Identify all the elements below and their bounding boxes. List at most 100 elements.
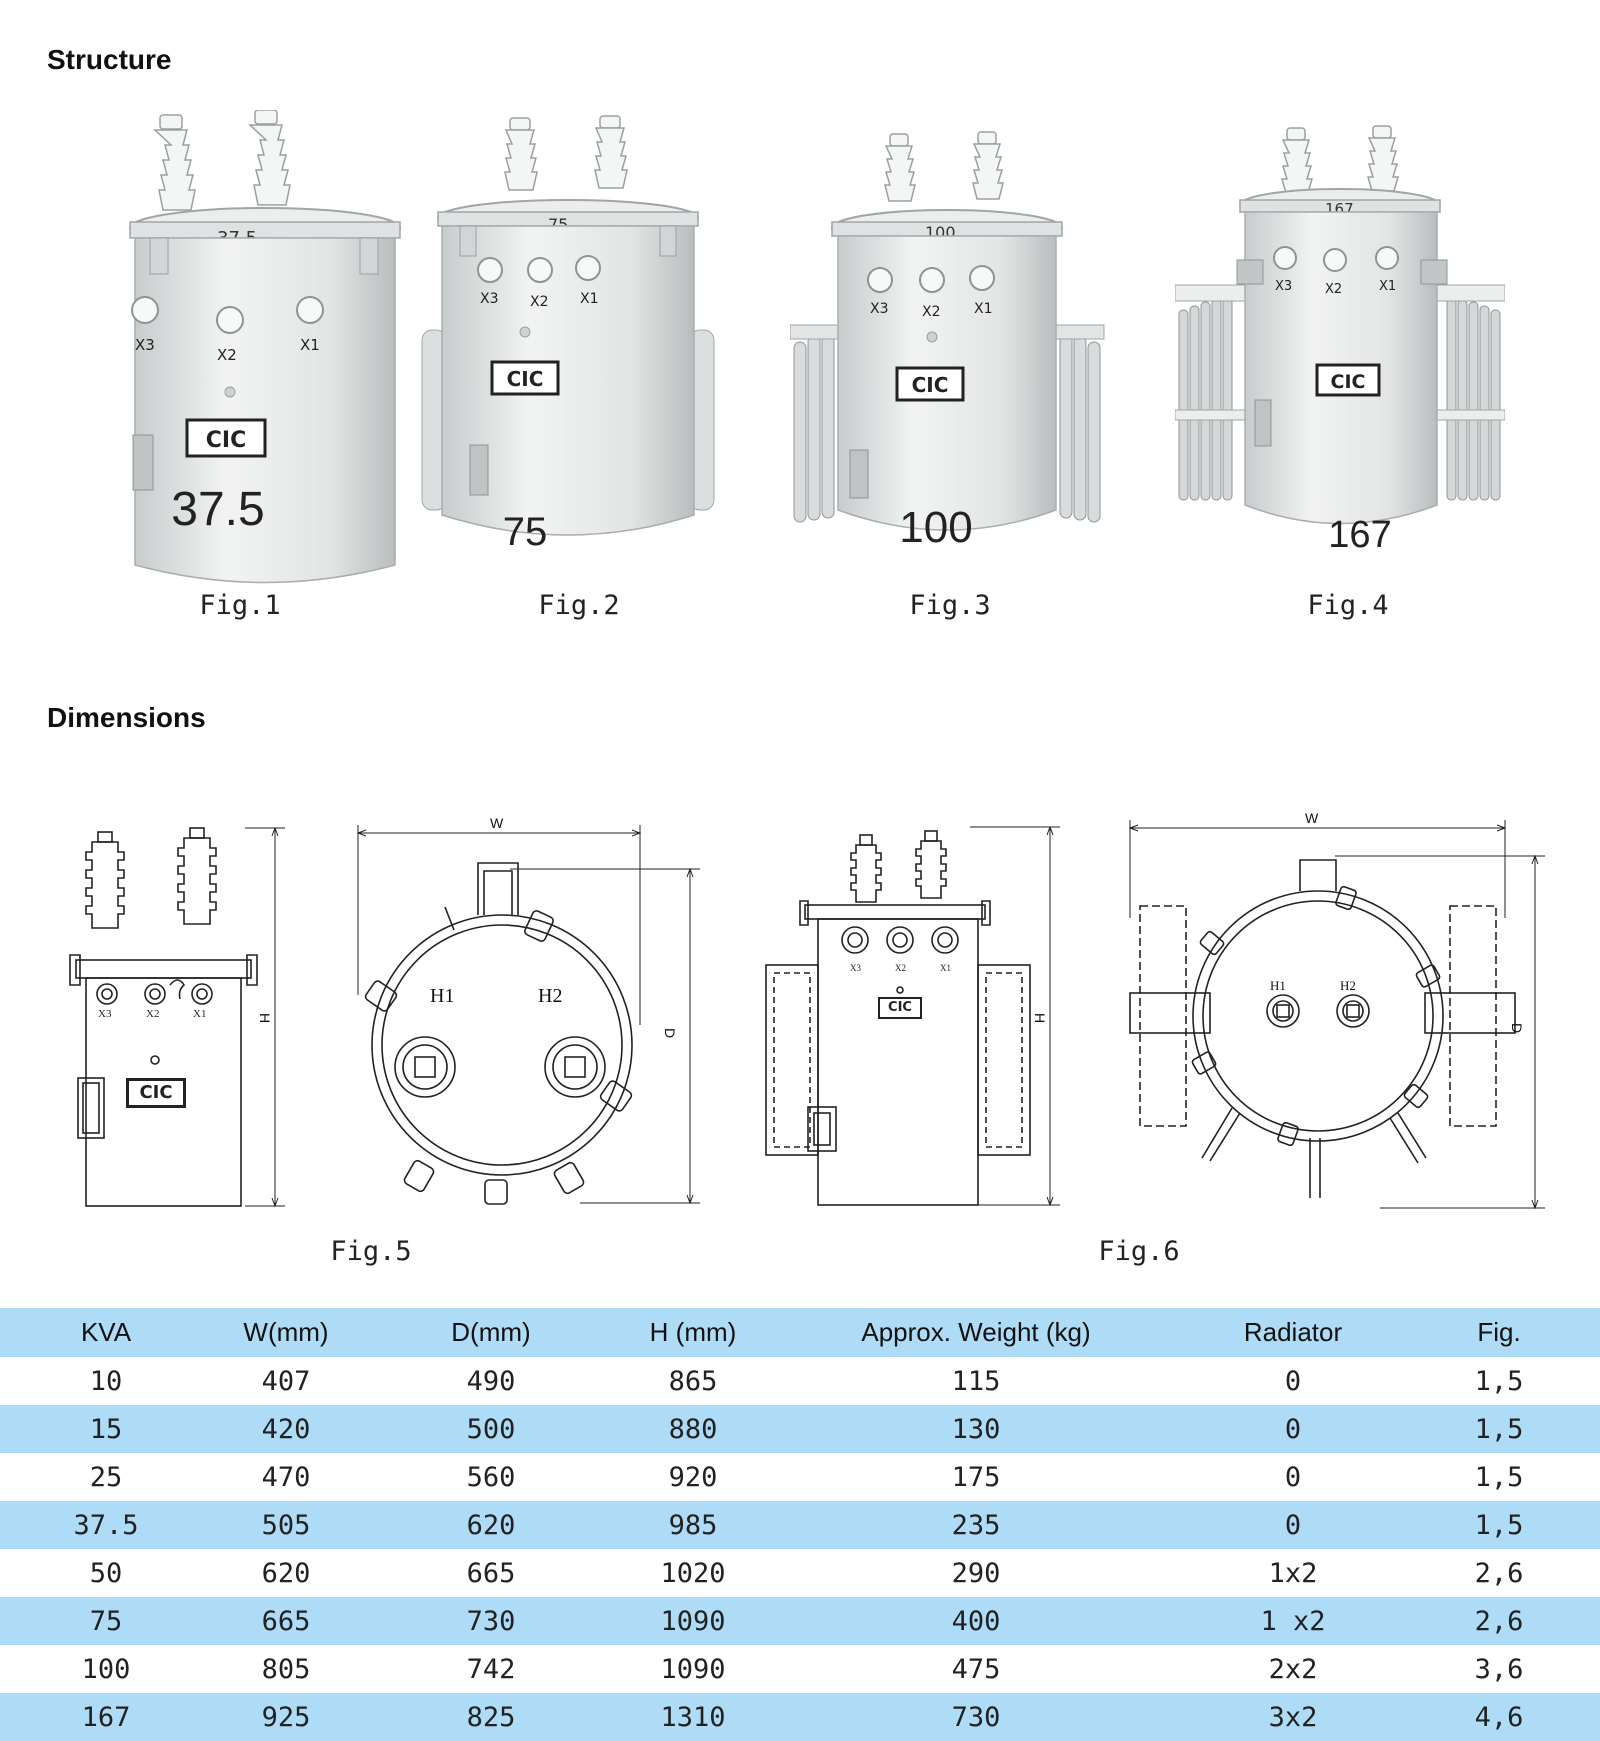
terminal-x2-label: X2 (895, 963, 906, 973)
cell-height: 1020 (660, 1557, 726, 1589)
bushing-h1-label: H1 (1270, 978, 1286, 993)
cell-fig: 2,6 (1398, 1597, 1600, 1645)
cell-kva: 10 (89, 1365, 123, 1397)
cell-kva: 75 (0, 1597, 212, 1645)
cell-fig: 4,6 (1398, 1693, 1600, 1741)
cell-fig: 1,5 (1474, 1461, 1524, 1493)
cell-kva: 100 (81, 1653, 131, 1685)
figure-caption-fig1: Fig.1 (199, 590, 281, 621)
fig5-top-view-drawing: W D H1 H2 (350, 815, 710, 1215)
terminal-x1-label: X1 (974, 301, 993, 317)
terminal-x1-label: X1 (580, 291, 599, 307)
cell-depth: 665 (466, 1557, 516, 1589)
brand-logo: CIC (912, 373, 949, 397)
table-row: 25 470 560 920 175 0 1,5 (0, 1453, 1600, 1501)
cell-depth: 620 (360, 1501, 622, 1549)
figure-caption-fig5: Fig.5 (330, 1236, 412, 1267)
cell-width: 925 (212, 1693, 360, 1741)
transformer-photo-fig4: 167 X3 X2 X1 CIC 167 (1175, 110, 1505, 600)
dimension-w-label: W (1305, 810, 1319, 826)
cell-weight: 400 (764, 1597, 1188, 1645)
brand-logo: CIC (206, 428, 246, 453)
cell-height: 1090 (622, 1597, 764, 1645)
cell-fig: 3,6 (1474, 1653, 1524, 1685)
cell-depth: 825 (360, 1693, 622, 1741)
cell-kva: 25 (89, 1461, 123, 1493)
terminal-x2-label: X2 (1325, 282, 1342, 297)
cell-radiator: 0 (1188, 1501, 1398, 1549)
cell-kva: 50 (89, 1557, 123, 1589)
transformer-photo-fig2: 75 X3 X2 X1 CIC 75 (420, 110, 750, 600)
brand-logo: CIC (507, 367, 544, 391)
terminal-x3-label: X3 (1275, 279, 1292, 294)
cell-depth: 490 (466, 1365, 516, 1397)
transformer-illustration: 167 X3 X2 X1 CIC 167 (1175, 125, 1505, 556)
cell-radiator: 0 (1284, 1365, 1302, 1397)
fig5-side-view-drawing: X3 X2 X1 CIC H (60, 820, 300, 1215)
terminal-x2-label: X2 (922, 304, 941, 320)
cell-weight: 290 (951, 1557, 1001, 1589)
cell-fig: 1,5 (1398, 1501, 1600, 1549)
terminal-x3-label: X3 (135, 336, 155, 354)
fig6-top-view-drawing: W D H1 H2 (1120, 808, 1550, 1218)
transformer-photo-fig3: 100 X3 X2 X1 CIC 100 (790, 110, 1120, 600)
header-width: W(mm) (212, 1308, 360, 1357)
rating-label: 37.5 (171, 483, 264, 536)
cell-width: 470 (261, 1461, 311, 1493)
rating-label: 75 (503, 510, 548, 554)
fig6-side-view-drawing: X3 X2 X1 CIC H (760, 825, 1065, 1215)
cell-width: 805 (261, 1653, 311, 1685)
cell-height: 880 (622, 1405, 764, 1453)
dimensions-table: KVA W(mm) D(mm) H (mm) Approx. Weight (k… (0, 1308, 1600, 1741)
cell-depth: 730 (360, 1597, 622, 1645)
dimension-d-label: D (1509, 1022, 1526, 1034)
header-weight: Approx. Weight (kg) (764, 1308, 1188, 1357)
cell-fig: 1,5 (1474, 1365, 1524, 1397)
cell-radiator: 2x2 (1268, 1653, 1318, 1685)
table-header-row: KVA W(mm) D(mm) H (mm) Approx. Weight (k… (0, 1308, 1600, 1357)
terminal-x3-label: X3 (850, 963, 861, 973)
dimension-h-label: H (1032, 1012, 1049, 1024)
terminal-x2-label: X2 (217, 346, 237, 364)
cell-width: 407 (261, 1365, 311, 1397)
figure-caption-fig3: Fig.3 (909, 590, 991, 621)
cell-radiator: 1x2 (1268, 1557, 1318, 1589)
transformer-illustration: 100 X3 X2 X1 CIC 100 (790, 131, 1105, 552)
terminal-x3-label: X3 (98, 1008, 112, 1020)
cell-weight: 115 (951, 1365, 1001, 1397)
cell-height: 1310 (622, 1693, 764, 1741)
section-title-dimensions: Dimensions (47, 702, 206, 733)
cell-weight: 730 (764, 1693, 1188, 1741)
header-depth: D(mm) (360, 1308, 622, 1357)
cell-weight: 475 (951, 1653, 1001, 1685)
rating-label: 100 (899, 503, 972, 552)
terminal-x2-label: X2 (530, 294, 549, 310)
terminal-x1-label: X1 (940, 963, 951, 973)
cell-radiator: 0 (1284, 1461, 1302, 1493)
dimension-h-label: H (257, 1012, 274, 1024)
cell-radiator: 1 x2 (1188, 1597, 1398, 1645)
cell-height: 985 (622, 1501, 764, 1549)
cell-height: 920 (668, 1461, 718, 1493)
terminal-x3-label: X3 (480, 291, 499, 307)
header-height: H (mm) (622, 1308, 764, 1357)
bushing-h2-label: H2 (538, 985, 563, 1007)
cell-kva: 15 (0, 1405, 212, 1453)
cell-radiator: 3x2 (1188, 1693, 1398, 1741)
cell-fig: 1,5 (1398, 1405, 1600, 1453)
cell-weight: 175 (951, 1461, 1001, 1493)
brand-logo: CIC (126, 1078, 186, 1108)
terminal-x1-label: X1 (300, 336, 320, 354)
section-title-structure: Structure (47, 44, 172, 75)
figure-caption-fig2: Fig.2 (538, 590, 620, 621)
rating-label: 167 (1328, 514, 1391, 556)
cell-depth: 560 (466, 1461, 516, 1493)
terminal-x1-label: X1 (193, 1008, 207, 1020)
bushing-h2-label: H2 (1340, 978, 1356, 993)
transformer-photo-fig1: 37.5 X3 X2 X1 CIC 37.5 (105, 110, 435, 600)
terminal-x2-label: X2 (146, 1008, 160, 1020)
header-fig: Fig. (1398, 1308, 1600, 1357)
